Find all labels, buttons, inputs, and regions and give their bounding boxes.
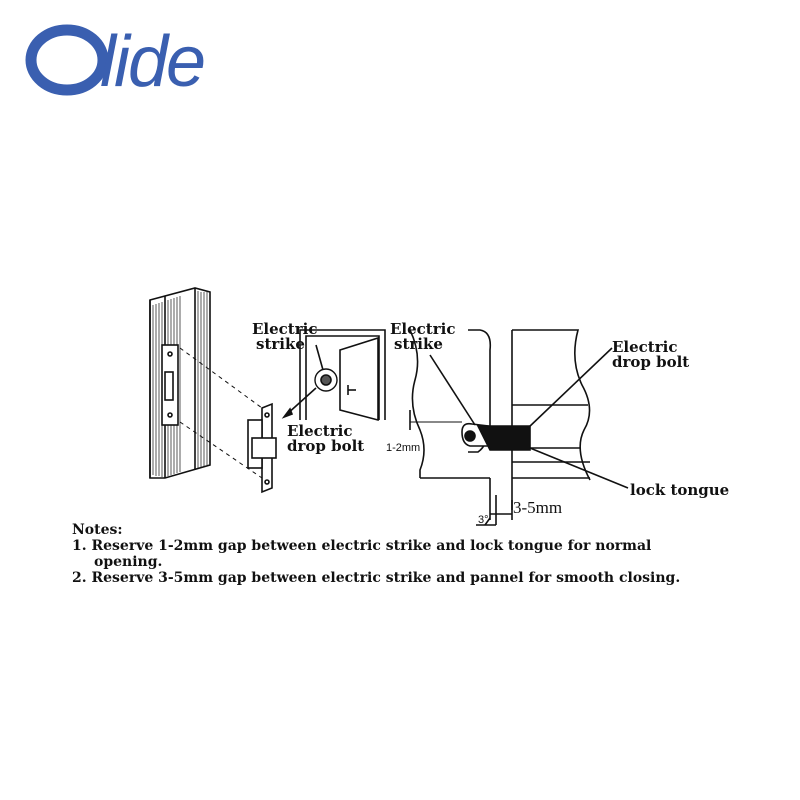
label-electric-drop-bolt-left: Electric drop bolt <box>287 422 365 455</box>
label-electric-strike-left: Electric strike <box>252 320 318 353</box>
note-item-1-line-1: 1. Reserve 1-2mm gap between electric st… <box>72 538 652 554</box>
olide-logo <box>22 20 252 100</box>
lock-detail-illustration <box>409 329 629 526</box>
small-door-illustration <box>281 329 386 422</box>
label-angle: 3° <box>478 514 489 526</box>
label-lock-tongue: lock tongue <box>630 481 730 499</box>
logo-o-mark <box>25 24 109 96</box>
logo-text: lide <box>100 22 206 102</box>
label-gap-3-5mm: 3-5mm <box>513 498 563 517</box>
label-electric-strike-right: Electric strike <box>390 320 456 353</box>
label-electric-drop-bolt-right: Electric drop bolt <box>612 338 690 371</box>
door-frame-illustration <box>149 287 277 494</box>
notes-title: Notes: <box>72 522 123 538</box>
note-item-1-line-2: opening. <box>94 554 163 570</box>
note-item-2: 2. Reserve 3-5mm gap between electric st… <box>72 570 681 586</box>
label-gap-1-2mm: 1-2mm <box>386 442 421 454</box>
installation-notes: Notes: 1. Reserve 1-2mm gap between elec… <box>72 522 680 586</box>
